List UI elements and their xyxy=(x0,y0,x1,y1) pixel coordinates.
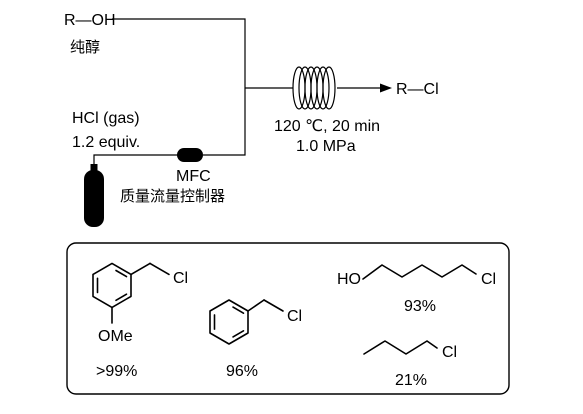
hcl-equiv: 1.2 equiv. xyxy=(72,134,140,151)
substrate-3-cl-label: Cl xyxy=(481,271,496,288)
substrate-4-yield: 21% xyxy=(395,372,427,389)
coil-reactor-icon xyxy=(292,66,336,110)
gas-cylinder-icon xyxy=(84,164,104,227)
alcohol-feed-line xyxy=(112,18,246,156)
substrate-1-ome-label: OMe xyxy=(98,328,133,345)
hcl-feed-line xyxy=(93,154,178,167)
substrate-3-methoxybenzyl-chloride: Cl OMe xyxy=(92,262,188,345)
alcohol-label: 纯醇 xyxy=(70,38,100,56)
mfc-icon xyxy=(177,148,203,162)
substrate-3-ho-label: HO xyxy=(337,271,361,288)
mfc-abbr: MFC xyxy=(176,168,211,185)
conditions-pressure: 1.0 MPa xyxy=(296,138,356,155)
substrate-1-chlorobutane: Cl xyxy=(363,340,457,361)
substrate-scope-box xyxy=(66,242,510,395)
substrate-3-yield: 93% xyxy=(404,298,436,315)
conditions-temp-time: 120 ℃, 20 min xyxy=(274,118,380,135)
substrate-4-cl-label: Cl xyxy=(442,344,457,361)
substrate-2-cl-label: Cl xyxy=(287,308,302,325)
substrate-1-yield: >99% xyxy=(96,363,137,380)
substrate-5-chloropentanol: HO Cl xyxy=(337,264,496,288)
alcohol-formula: R—OH xyxy=(64,12,116,29)
substrate-1-cl-label: Cl xyxy=(173,270,188,287)
product-arrowhead xyxy=(380,83,392,93)
product-formula: R—Cl xyxy=(396,81,439,98)
substrate-2-yield: 96% xyxy=(226,363,258,380)
mfc-label: 质量流量控制器 xyxy=(120,187,225,205)
substrate-benzyl-chloride: Cl xyxy=(209,299,302,345)
hcl-name: HCl (gas) xyxy=(72,110,140,127)
